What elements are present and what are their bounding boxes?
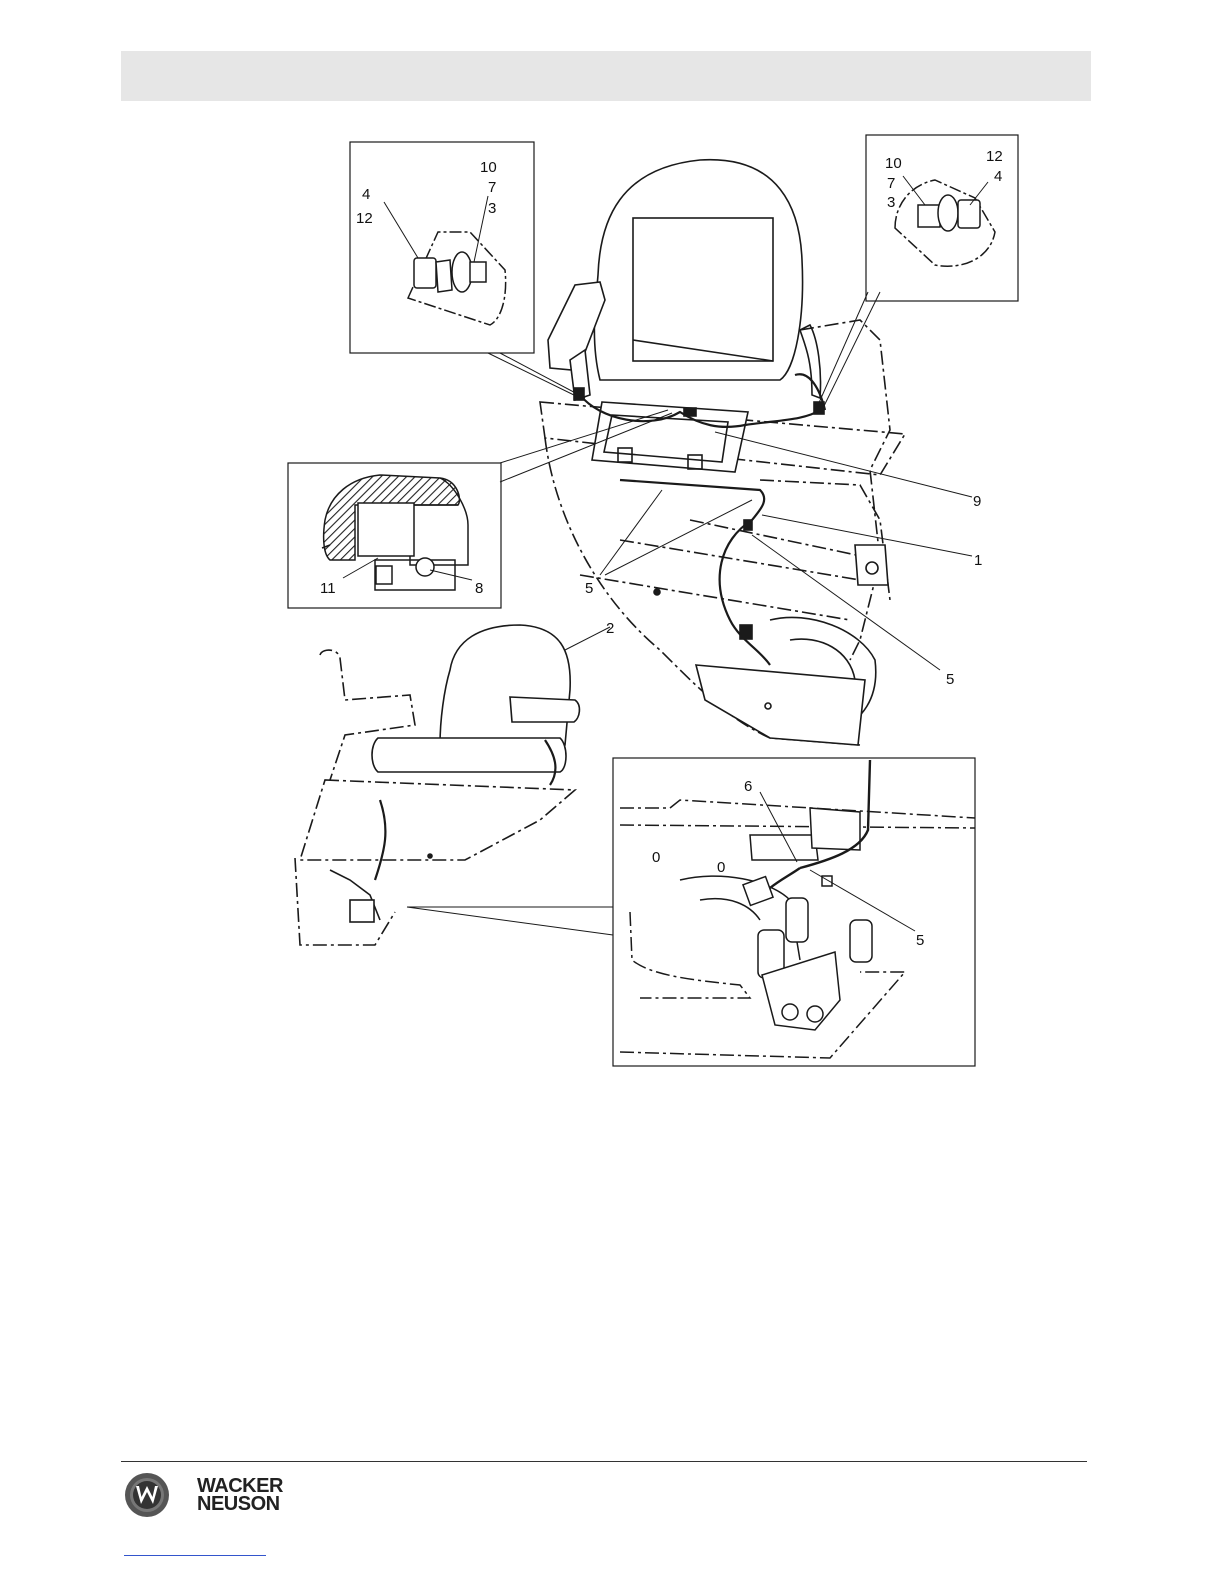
main-label-1: 1 [974,552,982,569]
brand-line-2: NEUSON [197,1495,283,1513]
bottom-link-underline[interactable] [124,1555,266,1556]
inset-tl-label-7: 7 [488,179,496,196]
inset-tl-label-3: 3 [488,200,496,217]
inset-bottom-right-valve: 0 0 6 5 [613,758,975,1066]
main-seat-assembly [540,160,905,745]
inset-br-label-6: 6 [744,778,752,795]
inset-tl-label-12: 12 [356,210,373,227]
inset-left-label-8: 8 [475,580,483,597]
inset-tr-label-3: 3 [887,194,895,211]
main-label-5-left: 5 [585,580,593,597]
inset-br-zero-left: 0 [652,849,660,866]
brand-wordmark: WACKER NEUSON [197,1477,283,1513]
inset-tr-label-4: 4 [994,168,1002,185]
side-view-seat [295,625,579,945]
wacker-neuson-logo-icon [124,1472,170,1518]
inset-left-label-11: 11 [320,580,336,597]
inset-br-zero-right: 0 [717,859,725,876]
inset-tr-label-10: 10 [885,155,902,172]
inset-tr-label-7: 7 [887,175,895,192]
side-view-to-inset-leaders [407,907,613,935]
inset-tl-label-4: 4 [362,186,370,203]
main-label-2: 2 [606,620,614,637]
footer-rule [121,1461,1087,1462]
inset-tr-label-12: 12 [986,148,1003,165]
main-callout-leaders [565,432,972,670]
inset-top-right: 12 4 10 7 3 [818,135,1018,406]
inset-tl-label-10: 10 [480,159,497,176]
main-label-9: 9 [973,493,981,510]
inset-br-label-5: 5 [916,932,924,949]
main-label-5-right: 5 [946,671,954,688]
